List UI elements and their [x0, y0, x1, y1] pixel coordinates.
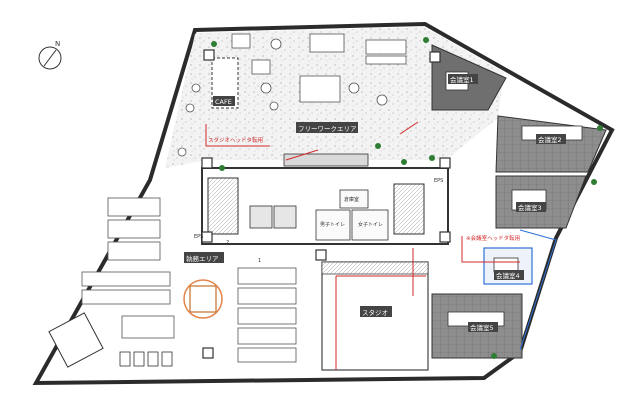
meeting4-label: 会議室4 — [496, 271, 520, 280]
elevator-1 — [249, 205, 273, 229]
compass-letter: N — [55, 40, 60, 48]
blue-boundary — [519, 229, 557, 351]
free-work-label-bg — [296, 122, 358, 133]
meeting2-label: 会議室2 — [538, 135, 562, 144]
phone-booths — [119, 351, 173, 367]
elevator-2 — [273, 205, 297, 229]
meeting1-label: 会議室1 — [450, 75, 474, 84]
meeting3-label-bg — [516, 202, 546, 212]
storage-label: 倉庫室 — [344, 196, 359, 203]
meeting4-label-bg — [494, 270, 524, 280]
cafe-label-bg — [213, 96, 235, 106]
stair-left — [207, 177, 239, 235]
meeting3-label: 会議室3 — [518, 203, 542, 212]
toilet-w-room — [351, 209, 389, 241]
office-label-bg — [184, 252, 224, 263]
free-work-furniture — [177, 33, 407, 157]
toilet-m-room — [315, 209, 351, 241]
plant-icon — [211, 37, 603, 359]
storage-room — [339, 189, 369, 209]
round-table-ring — [183, 279, 223, 319]
studio-label-bg — [360, 306, 392, 317]
studio-note-left: スタジオヘッドタ転用 — [208, 136, 263, 144]
cafe-label: CAFE — [215, 98, 232, 106]
red-guide-lines — [205, 121, 520, 263]
studio-top-band — [321, 261, 429, 275]
stair-right — [393, 183, 425, 235]
compass-north-icon: N — [38, 40, 62, 70]
toilet-w-label: 女子トイレ — [358, 221, 383, 228]
office-label: 執務エリア — [186, 254, 219, 263]
meeting2-label-bg — [536, 134, 566, 144]
meeting5-label: 会議室5 — [470, 323, 494, 332]
wall-number-1: 1 — [258, 258, 261, 264]
studio-note-right: ※会議室ヘッドタ転用 — [466, 234, 520, 242]
studio-label: スタジオ — [362, 308, 388, 317]
eps-right-label: EPS — [434, 178, 443, 184]
wall-number-2: 2 — [226, 240, 229, 246]
office-desks — [81, 197, 297, 363]
toilet-m-label: 男子トイレ — [320, 221, 345, 228]
free-work-label: フリーワークエリア — [298, 125, 357, 133]
vending-counter — [283, 153, 369, 167]
lounge-sofa — [48, 312, 104, 368]
eps-left-label: EPS — [194, 234, 203, 240]
meeting5-label-bg — [468, 322, 498, 332]
meeting1-label-bg — [448, 74, 478, 84]
structural-columns — [201, 49, 451, 359]
